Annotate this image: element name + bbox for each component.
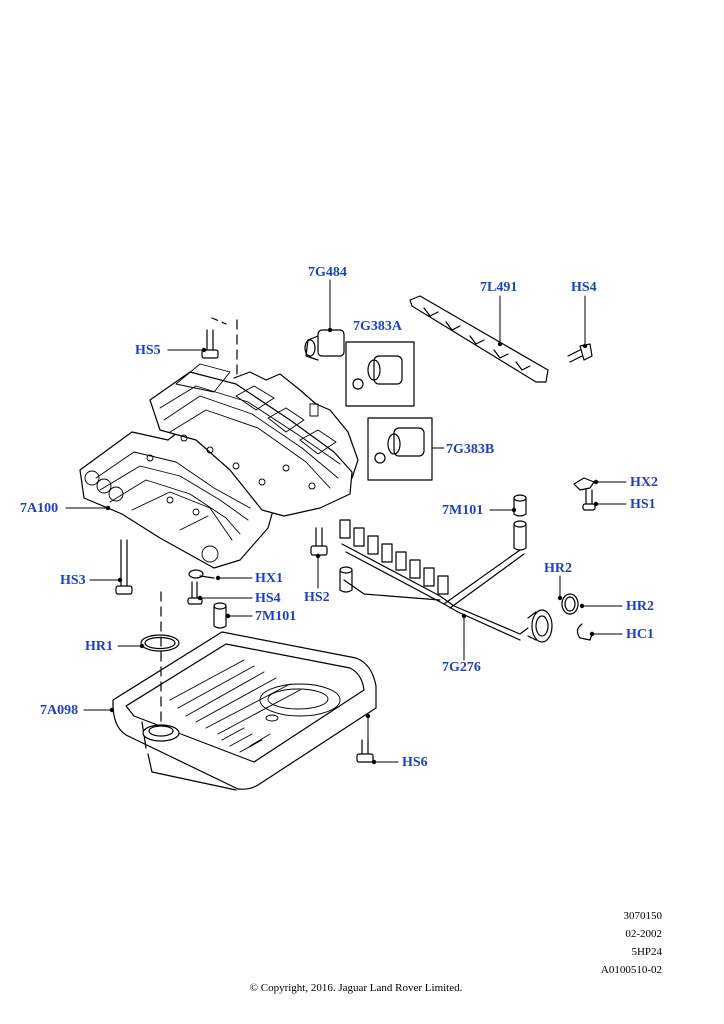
copyright-notice: © Copyright, 2016. Jaguar Land Rover Lim… (249, 982, 463, 994)
callout-hs4-top: HS4 (571, 280, 597, 295)
callout-hx2: HX2 (630, 475, 658, 490)
bolt-hs2 (310, 527, 328, 556)
clip-hx2 (573, 477, 595, 491)
reference-number: 3070150 (623, 910, 663, 922)
callout-7m101-right: 7M101 (442, 503, 484, 518)
bolt-hs4-top (567, 343, 593, 363)
callout-7g383a: 7G383A (353, 319, 402, 334)
callout-hc1: HC1 (626, 627, 654, 642)
oil-pan-7a098 (112, 631, 377, 791)
callout-7g383b: 7G383B (446, 442, 495, 457)
callout-hr1: HR1 (85, 639, 113, 654)
bolt-hs5 (201, 329, 219, 359)
bolt-hs4-mid (187, 581, 203, 605)
bolt-hs6 (356, 739, 374, 763)
callout-hs4-mid: HS4 (255, 591, 281, 606)
sleeve-7m101-left (213, 602, 227, 629)
bolt-hs3 (115, 539, 133, 595)
seal-hr2 (561, 593, 579, 615)
valve-body-7a100 (79, 363, 359, 569)
callout-hs5: HS5 (135, 343, 161, 358)
clip-hx1 (188, 569, 215, 579)
callout-hx1: HX1 (255, 571, 283, 586)
solenoid-7g383a (345, 341, 415, 407)
callout-7l491: 7L491 (480, 280, 518, 295)
callout-hs6: HS6 (402, 755, 428, 770)
callout-hr2-right: HR2 (626, 599, 654, 614)
callout-hs1: HS1 (630, 497, 656, 512)
strip-7l491 (409, 295, 549, 383)
callout-7a098: 7A098 (40, 703, 79, 718)
callout-7g484: 7G484 (308, 265, 347, 280)
callout-hs2: HS2 (304, 590, 330, 605)
bolt-hs1 (582, 489, 596, 511)
solenoid-7g484 (304, 329, 345, 361)
callout-hr2-top: HR2 (544, 561, 572, 576)
callout-7m101-left: 7M101 (255, 609, 297, 624)
callout-hs3: HS3 (60, 573, 86, 588)
harness-7g276 (339, 519, 553, 643)
reference-date: 02-2002 (625, 928, 662, 940)
reference-code: A0100510-02 (600, 964, 662, 976)
callout-7a100: 7A100 (20, 501, 59, 516)
solenoid-7g383b (367, 417, 433, 481)
clip-hc1 (576, 623, 593, 641)
reference-model: 5HP24 (631, 946, 662, 958)
callout-7g276: 7G276 (442, 660, 481, 675)
sleeve-7m101-right (513, 494, 527, 551)
